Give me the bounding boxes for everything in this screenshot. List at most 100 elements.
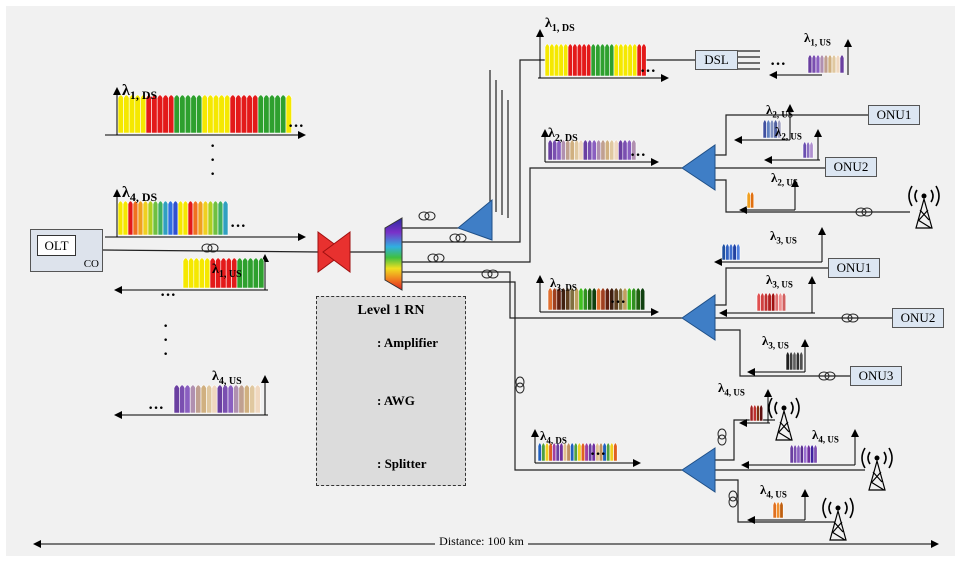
splitter-icon-g2 xyxy=(681,144,716,191)
lambda-symbol: λ xyxy=(762,333,769,348)
fiber-awg-out3 xyxy=(402,167,682,263)
svg-text:···: ··· xyxy=(288,118,304,135)
lambda-label-l3us-a: λ3, US xyxy=(770,228,797,246)
lambda-symbol: λ xyxy=(122,82,130,99)
antenna-icon xyxy=(822,497,854,541)
lambda-subscript: 3, US xyxy=(776,235,797,246)
ellipsis-vertical-ds: ··· xyxy=(210,138,217,183)
lambda-label-l2ds: λ2, DS xyxy=(548,126,578,144)
lambda-symbol: λ xyxy=(548,126,555,141)
svg-text:···: ··· xyxy=(160,287,176,304)
lambda-subscript: 1, DS xyxy=(551,22,575,34)
lambda-subscript: 3, US xyxy=(768,340,789,351)
lambda-label-l1ds-g1: λ1, DS xyxy=(545,16,575,34)
co-label: CO xyxy=(83,258,99,270)
lambda-symbol: λ xyxy=(766,272,773,287)
svg-text:···: ··· xyxy=(230,218,246,235)
fiber-awg-out5 xyxy=(402,281,682,471)
lambda-symbol: λ xyxy=(122,184,130,201)
onu-box-g3-1: ONU1 xyxy=(828,258,880,278)
lambda-subscript: 3, US xyxy=(772,279,793,290)
wavelength-spectra: ··· ··· ··· ··· ··· ··· ··· ··· ··· xyxy=(113,29,859,520)
lambda-symbol: λ xyxy=(540,428,547,443)
fiber-g4-antenna1 xyxy=(715,419,775,461)
distance-text: Distance: 100 km xyxy=(435,534,528,548)
lambda-symbol: λ xyxy=(812,427,819,442)
lambda-subscript: 1, US xyxy=(218,268,242,280)
lambda-label-l3ds: λ3, DS xyxy=(550,275,577,293)
central-office-box: OLT CO xyxy=(30,229,103,272)
lambda-subscript: 4, US xyxy=(766,489,787,500)
lambda-subscript: 2, US xyxy=(772,109,793,120)
fiber-olt-amplifier xyxy=(102,249,321,253)
svg-text:···: ··· xyxy=(630,147,646,164)
lambda-label-l2us-b: λ2, US xyxy=(775,124,802,142)
lambda-symbol: λ xyxy=(212,262,219,277)
lambda-subscript: 2, US xyxy=(777,177,798,188)
legend-box: Level 1 RN : Amplifier : AWG : Splitter xyxy=(316,296,466,486)
fiber-g4-antenna3 xyxy=(715,479,835,523)
fiber-awg-out4 xyxy=(402,271,682,319)
legend-amplifier-label: : Amplifier xyxy=(377,335,439,350)
fiber-g2-onu1 xyxy=(715,114,868,156)
lambda-subscript: 1, US xyxy=(810,37,831,48)
lambda-symbol: λ xyxy=(766,102,773,117)
lambda-label-l2us-a: λ2, US xyxy=(766,102,793,120)
legend-title: Level 1 RN xyxy=(357,303,425,318)
awg-icon xyxy=(384,217,403,291)
fiber-links xyxy=(102,50,910,523)
splitter-icon-g4 xyxy=(681,447,716,493)
lambda-symbol: λ xyxy=(718,380,725,395)
direction-arrows xyxy=(105,71,855,524)
lambda-label-l2us-c: λ2, US xyxy=(771,170,798,188)
legend-splitter-label: : Splitter xyxy=(377,456,427,471)
splitter-icon-g3 xyxy=(681,294,716,341)
antenna-icon xyxy=(861,447,893,491)
lambda-subscript: 4, DS xyxy=(129,190,158,205)
onu-box-g3-2: ONU2 xyxy=(892,308,944,328)
lambda-symbol: λ xyxy=(550,275,557,290)
fiber-g3-onu3 xyxy=(715,329,850,377)
lambda-label-l4us-b: λ4, US xyxy=(812,427,839,445)
lambda-label-l3us-c: λ3, US xyxy=(762,333,789,351)
lambda-label-l3us-b: λ3, US xyxy=(766,272,793,290)
lambda-symbol: λ xyxy=(804,30,811,45)
svg-text:···: ··· xyxy=(770,56,786,73)
onu-box-g3-3: ONU3 xyxy=(850,366,902,386)
antenna-icons xyxy=(768,185,940,541)
antenna-icon xyxy=(768,397,800,441)
onu-box-g2-2: ONU2 xyxy=(825,157,877,177)
svg-text:···: ··· xyxy=(610,294,626,311)
lambda-symbol: λ xyxy=(212,369,219,384)
lambda-subscript: 2, DS xyxy=(554,132,578,144)
legend-awg-label: : AWG xyxy=(377,393,415,408)
svg-text:···: ··· xyxy=(640,63,656,80)
splitter-icon-g1 xyxy=(456,198,493,241)
lambda-symbol: λ xyxy=(771,170,778,185)
ellipsis-vertical-us: ··· xyxy=(163,318,170,363)
fiber-g3-onu1 xyxy=(715,267,828,306)
lambda-label-l1ds-main: λ1, DS xyxy=(122,82,157,103)
lambda-subscript: 4, US xyxy=(724,387,745,398)
lambda-label-l4ds-main: λ4, DS xyxy=(122,184,157,205)
amplifier-icon xyxy=(317,231,351,273)
onu-box-g2-1: ONU1 xyxy=(868,105,920,125)
lambda-label-l4us-main: λ4, US xyxy=(212,369,242,387)
lambda-label-l4ds: λ4, DS xyxy=(540,428,567,446)
fiber-g2-antenna xyxy=(715,179,910,213)
lambda-subscript: 4, US xyxy=(218,375,242,387)
dsl-box: DSL xyxy=(695,50,738,70)
lambda-symbol: λ xyxy=(760,482,767,497)
dsl-fanout xyxy=(738,50,760,70)
svg-text:···: ··· xyxy=(148,400,164,417)
lambda-label-l1us-g1: λ1, US xyxy=(804,30,831,48)
lambda-subscript: 2, US xyxy=(781,131,802,142)
lambda-label-l4us-a: λ4, US xyxy=(718,380,745,398)
lambda-subscript: 4, US xyxy=(818,434,839,445)
svg-text:···: ··· xyxy=(590,446,606,463)
lambda-subscript: 3, DS xyxy=(556,282,577,293)
lambda-subscript: 1, DS xyxy=(129,88,158,103)
olt-label: OLT xyxy=(37,235,76,256)
